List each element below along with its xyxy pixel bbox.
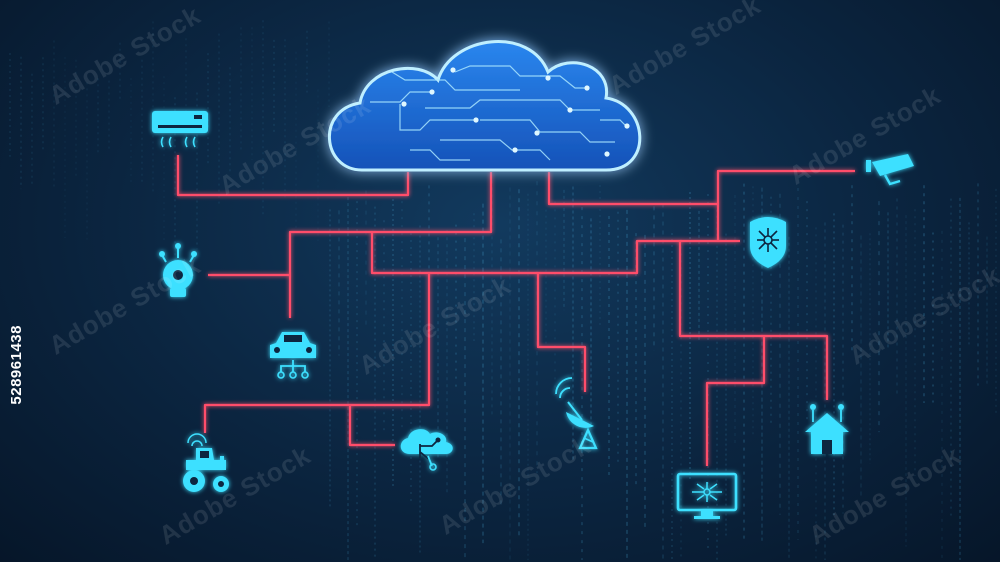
satellite-dish-icon — [555, 377, 598, 450]
monitor-network-icon — [676, 472, 738, 519]
air-conditioner-icon — [152, 111, 208, 148]
smart-bulb-icon — [159, 243, 197, 297]
circuit-line-cloud-node — [348, 405, 395, 447]
cloud-circuit-nodes — [401, 67, 630, 157]
security-shield-icon — [750, 217, 786, 268]
smart-home-icon — [805, 404, 849, 454]
circuit-line-left-branch — [370, 232, 740, 275]
security-camera-icon — [866, 154, 914, 186]
connected-car-icon — [270, 332, 316, 379]
circuit-line-tractor — [203, 273, 431, 433]
circuit-line-monitor — [705, 336, 766, 466]
cloud-shape — [327, 40, 642, 172]
circuit-line-camera — [547, 169, 855, 206]
circuit-line-ac — [176, 155, 410, 197]
circuit-line-satellite — [536, 273, 587, 392]
cloud-circuit-traces — [370, 65, 629, 161]
main-cloud — [327, 40, 642, 172]
circuit-lines — [176, 155, 855, 466]
stock-id-label: 528961438 — [8, 325, 25, 405]
smart-tractor-icon — [183, 433, 229, 492]
cloud-network-icon — [400, 429, 453, 471]
circuit-line-right-trunk — [678, 241, 829, 400]
